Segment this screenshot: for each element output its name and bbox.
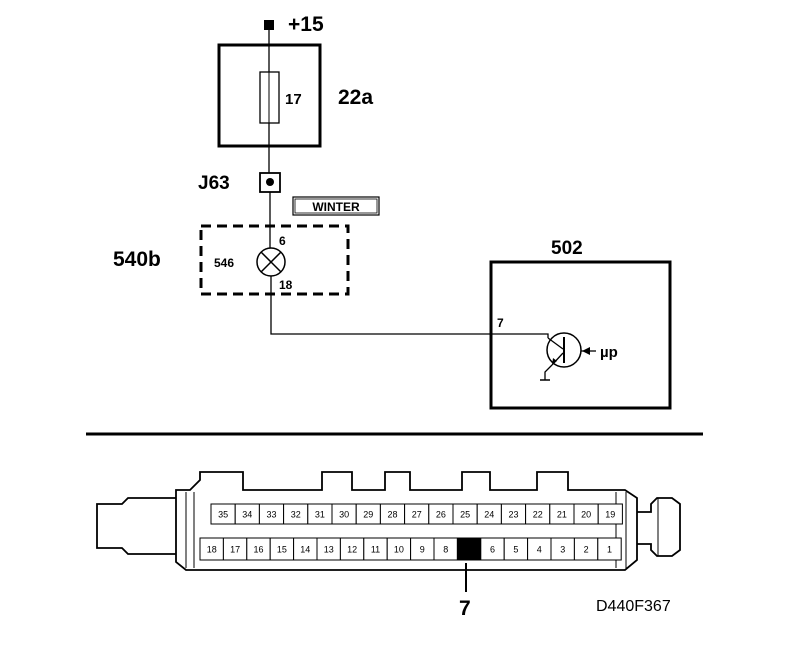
connector-top-row: 35 34 33 32 31 30 29 28 27 26 25 24 23 22 21 20 19	[210, 503, 623, 525]
connector-pin-label: 18	[207, 545, 217, 555]
ecu-input-label: µp	[600, 344, 618, 361]
connector-bottom-row: 18 17 16 15 14 13 12 11 10 9 8 6 5 4 3 2 1	[199, 537, 622, 561]
connector-pin-label: 25	[460, 510, 470, 520]
connector-pin-label: 11	[371, 545, 380, 555]
connector-pin-label: 23	[508, 510, 518, 520]
supply-terminal	[264, 20, 274, 30]
lamp-number: 546	[214, 256, 234, 270]
connector-pin-label: 17	[230, 545, 240, 555]
connector-pin-label: 1	[607, 545, 612, 555]
connector-pin-label: 22	[533, 510, 543, 520]
connector-pin	[597, 537, 622, 561]
connector-pin-label: 2	[584, 545, 589, 555]
connector-pin-label: 24	[484, 510, 494, 520]
fuse-number: 17	[285, 91, 302, 108]
ecu-label: 502	[551, 238, 583, 259]
ecu-502	[489, 260, 672, 410]
connector-pin-label: 19	[605, 510, 615, 520]
connector-pin-label: 15	[277, 545, 287, 555]
lamp-pin-bottom: 18	[279, 278, 293, 292]
connector-left-plug	[96, 497, 176, 555]
supply-label: +15	[288, 13, 324, 36]
connector-pin-label: 35	[218, 510, 228, 520]
connector-pin-highlighted	[456, 537, 482, 561]
connector-j63-dot	[266, 178, 274, 186]
connector-pin-label: 31	[315, 510, 325, 520]
transistor-collector	[547, 337, 564, 350]
pin-callout-label: 7	[459, 597, 471, 620]
connector-pin-label: 10	[394, 545, 404, 555]
lamp-pin-top: 6	[279, 234, 286, 248]
connector-pin-label: 30	[339, 510, 349, 520]
fuse-box-label: 22a	[338, 86, 373, 109]
connector-pin-label: 9	[420, 545, 425, 555]
winter-label: WINTER	[312, 200, 360, 214]
connector-pin-label: 33	[266, 510, 276, 520]
connector-pin-label: 28	[387, 510, 397, 520]
winter-tag	[292, 196, 380, 216]
connector-housing-inner	[185, 492, 627, 568]
connector-pin-label: 21	[557, 510, 567, 520]
winter-tag-inner	[294, 198, 378, 214]
lamp-cross-b	[260, 251, 282, 273]
connector-pin-label: 5	[513, 545, 518, 555]
transistor-emitter-arrow	[552, 358, 557, 365]
input-arrow	[582, 347, 590, 355]
connector-pin-label: 14	[300, 545, 310, 555]
ecu-pin: 7	[497, 316, 504, 330]
connector-pin-label: 3	[560, 545, 565, 555]
connector-pin-label: 16	[253, 545, 263, 555]
connector-pin-label: 12	[347, 545, 357, 555]
connector-pin-label: 27	[412, 510, 422, 520]
connector-pin-label: 34	[242, 510, 252, 520]
connector-pin-label: 26	[436, 510, 446, 520]
connector-pin-label: 6	[490, 545, 495, 555]
connector-pin-label: 4	[537, 545, 542, 555]
connector-pin-label: 29	[363, 510, 373, 520]
connector-right-latch	[637, 497, 681, 557]
panel-label: 540b	[113, 248, 161, 271]
connector-pin-label: 20	[581, 510, 591, 520]
wire-lamp-ecu	[270, 276, 549, 338]
connector-housing	[175, 471, 638, 571]
connector-pin	[597, 503, 623, 525]
connector-pin-label: 32	[291, 510, 301, 520]
connector-j63-label: J63	[198, 173, 230, 194]
figure-code: D440F367	[596, 598, 671, 615]
connector-pin-label: 8	[443, 545, 448, 555]
connector-pin-label: 13	[324, 545, 334, 555]
ground-wire	[544, 364, 553, 380]
panel-540b	[199, 224, 350, 296]
